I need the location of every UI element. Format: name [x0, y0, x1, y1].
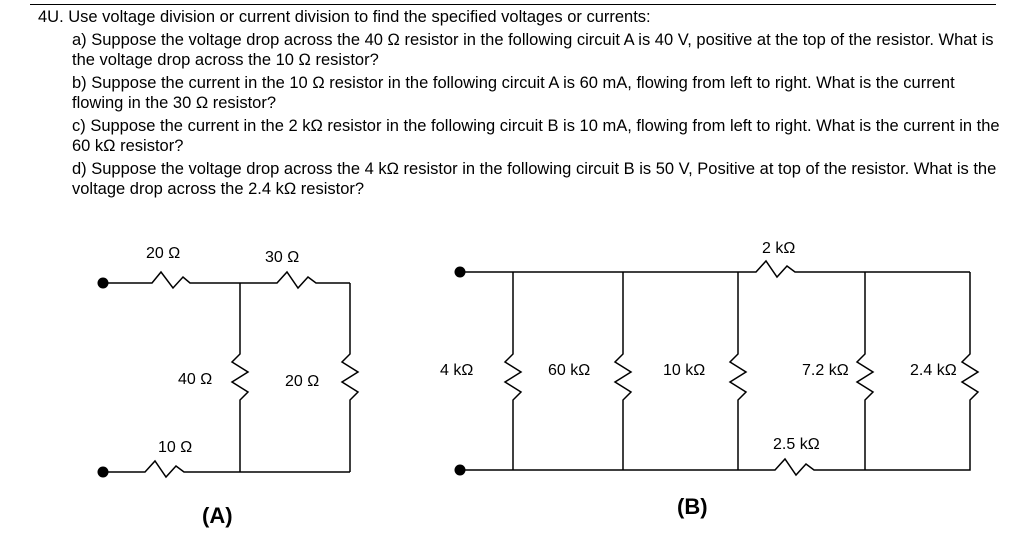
- resistor-b-10k: [728, 272, 748, 470]
- label-b-4k: 4 kΩ: [440, 362, 473, 379]
- part-c: c) Suppose the current in the 2 kΩ resis…: [72, 117, 1000, 155]
- label-b-10k: 10 kΩ: [663, 362, 705, 379]
- resistor-b-2k4: [865, 272, 980, 471]
- label-a-10: 10 Ω: [158, 439, 192, 456]
- resistor-a-30: [240, 270, 350, 290]
- circuit-b: 2 kΩ 4 kΩ 60 kΩ 10 kΩ 7.2 kΩ 2.4 kΩ 2.5 …: [440, 240, 980, 519]
- caption-b: (B): [677, 494, 708, 519]
- top-rule: [30, 4, 996, 5]
- circuit-a: 20 Ω 30 Ω 40 Ω 20 Ω 10 Ω (A): [97, 245, 360, 528]
- resistor-b-2k: [460, 259, 970, 279]
- resistor-b-4k: [503, 272, 523, 470]
- resistor-b-7k2: [855, 272, 875, 470]
- label-a-40: 40 Ω: [178, 371, 212, 388]
- resistor-b-2k5: [460, 457, 865, 477]
- label-b-2k5: 2.5 kΩ: [773, 436, 820, 453]
- label-b-7k2: 7.2 kΩ: [802, 362, 849, 379]
- label-b-2k4: 2.4 kΩ: [910, 362, 957, 379]
- part-a: a) Suppose the voltage drop across the 4…: [72, 31, 994, 69]
- resistor-a-10: [103, 459, 350, 479]
- problem-text: 4U. Use voltage division or current divi…: [38, 7, 1008, 199]
- part-b: b) Suppose the current in the 10 Ω resis…: [72, 74, 955, 112]
- label-a-30: 30 Ω: [265, 249, 299, 266]
- resistor-a-20-right: [340, 283, 360, 472]
- resistor-b-60k: [613, 272, 633, 470]
- part-d: d) Suppose the voltage drop across the 4…: [72, 160, 997, 198]
- problem-title: 4U. Use voltage division or current divi…: [38, 8, 651, 26]
- label-b-60k: 60 kΩ: [548, 362, 590, 379]
- resistor-a-40: [230, 283, 250, 472]
- resistor-a-20-top: [103, 270, 240, 290]
- label-a-20-right: 20 Ω: [285, 373, 319, 390]
- label-a-20-top: 20 Ω: [146, 245, 180, 262]
- caption-a: (A): [202, 503, 233, 528]
- label-b-2k: 2 kΩ: [762, 240, 795, 257]
